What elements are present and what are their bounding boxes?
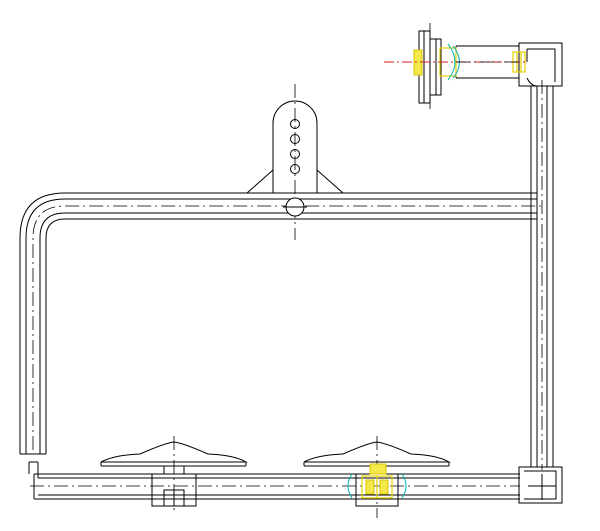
pivot-pin [283,197,307,217]
spindle-flange [418,23,442,112]
lifting-lug [246,84,344,240]
top-frame-tube [19,192,545,455]
bottom-corner-block [518,466,563,504]
top-elbow-fitting [518,42,563,87]
right-caster-bearing-hardware [361,463,393,499]
left-caster-bracket [151,473,197,507]
bottom-frame-bar [28,461,520,500]
right-vertical-post [530,80,554,470]
right-caster-seal [347,473,407,499]
